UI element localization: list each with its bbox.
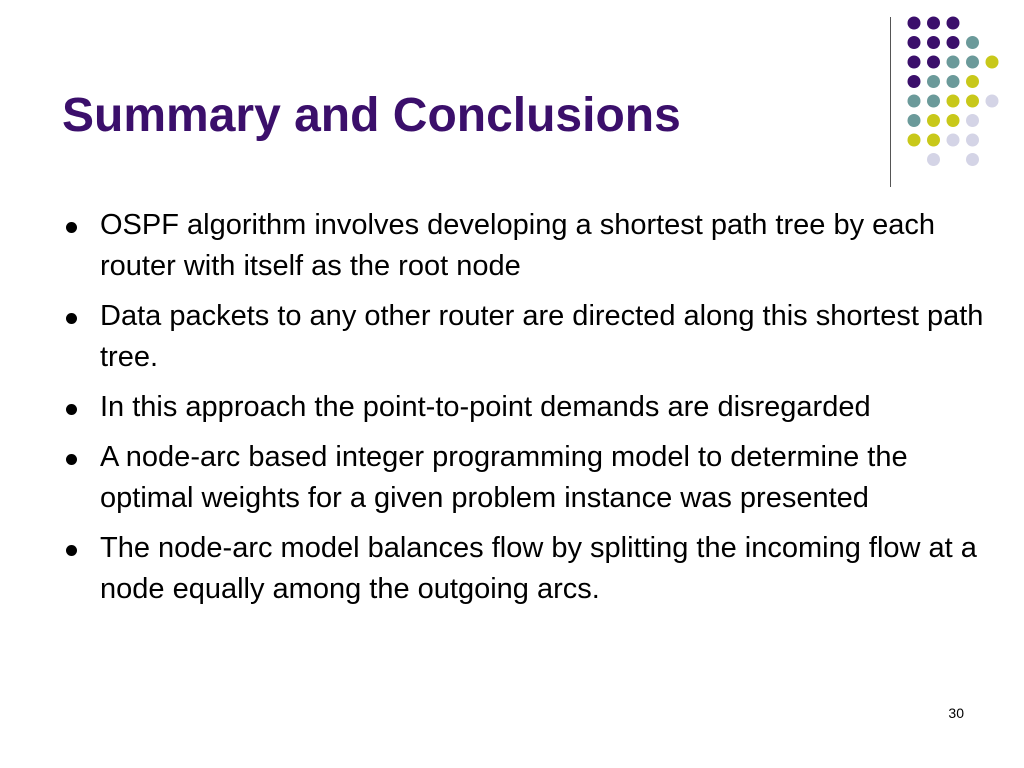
bullet-text: OSPF algorithm involves developing a sho… xyxy=(100,209,936,282)
decor-dot xyxy=(966,55,979,69)
slide-title: Summary and Conclusions xyxy=(62,89,681,142)
dot-grid-icon xyxy=(907,16,999,166)
bullet-dot-icon xyxy=(66,404,77,415)
bullet-text: Data packets to any other router are dir… xyxy=(100,300,984,373)
decor-dot xyxy=(927,55,940,69)
decor-dot xyxy=(907,36,921,49)
decor-dot xyxy=(946,75,960,88)
decor-dot xyxy=(907,133,921,147)
decor-dot xyxy=(907,16,921,30)
decor-dot xyxy=(907,75,921,88)
page-number: 30 xyxy=(948,705,964,721)
decor-dot xyxy=(927,133,940,147)
bullet-dot-icon xyxy=(66,454,77,465)
decor-dot xyxy=(927,75,940,88)
decor-dot xyxy=(946,114,960,127)
decor-dot xyxy=(927,114,940,127)
bullet-item: The node-arc model balances flow by spli… xyxy=(62,528,992,610)
decor-dot xyxy=(966,94,979,108)
decor-dot xyxy=(946,16,960,30)
bullet-dot-icon xyxy=(66,545,77,556)
bullet-text: A node-arc based integer programming mod… xyxy=(100,441,908,514)
decor-dot xyxy=(927,153,940,166)
decor-dot xyxy=(946,133,960,147)
bullet-item: A node-arc based integer programming mod… xyxy=(62,437,992,519)
decor-dot xyxy=(966,75,979,88)
decor-dot xyxy=(927,16,940,30)
bullet-item: Data packets to any other router are dir… xyxy=(62,296,992,378)
decor-dot xyxy=(927,94,940,108)
title-divider xyxy=(890,17,891,187)
decor-dot xyxy=(966,36,979,49)
decor-dot xyxy=(966,133,979,147)
bullet-dot-icon xyxy=(66,313,77,324)
bullet-text: The node-arc model balances flow by spli… xyxy=(100,532,977,605)
decor-dot xyxy=(966,153,979,166)
bullet-item: OSPF algorithm involves developing a sho… xyxy=(62,205,992,287)
decor-dot xyxy=(946,94,960,108)
decor-dot xyxy=(927,36,940,49)
decor-dot xyxy=(946,55,960,69)
decor-dot xyxy=(966,114,979,127)
decor-dot xyxy=(946,36,960,49)
bullet-text: In this approach the point-to-point dema… xyxy=(100,391,871,423)
decor-dot xyxy=(985,55,999,69)
bullet-dot-icon xyxy=(66,222,77,233)
bullet-item: In this approach the point-to-point dema… xyxy=(62,387,992,428)
bullet-list: OSPF algorithm involves developing a sho… xyxy=(62,205,992,619)
decor-dot xyxy=(907,55,921,69)
decor-dot xyxy=(985,94,999,108)
decor-dot xyxy=(907,94,921,108)
decor-dot xyxy=(907,114,921,127)
